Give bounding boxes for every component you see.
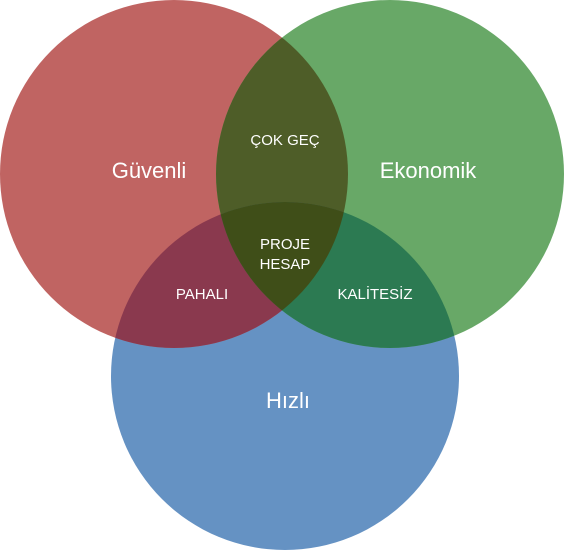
overlap-ekonomik-hizli xyxy=(216,202,459,348)
label-ekonomik: Ekonomik xyxy=(380,158,478,183)
label-hizli: Hızlı xyxy=(266,388,310,413)
label-proje: PROJE xyxy=(260,236,310,253)
overlap-guvenli-hizli xyxy=(111,202,348,348)
label-pahali: PAHALI xyxy=(176,286,228,303)
label-hesap: HESAP xyxy=(260,256,311,273)
label-kalitesiz: KALİTESİZ xyxy=(337,285,412,303)
label-guvenli: Güvenli xyxy=(112,158,187,183)
label-cok-gec: ÇOK GEÇ xyxy=(250,132,319,149)
